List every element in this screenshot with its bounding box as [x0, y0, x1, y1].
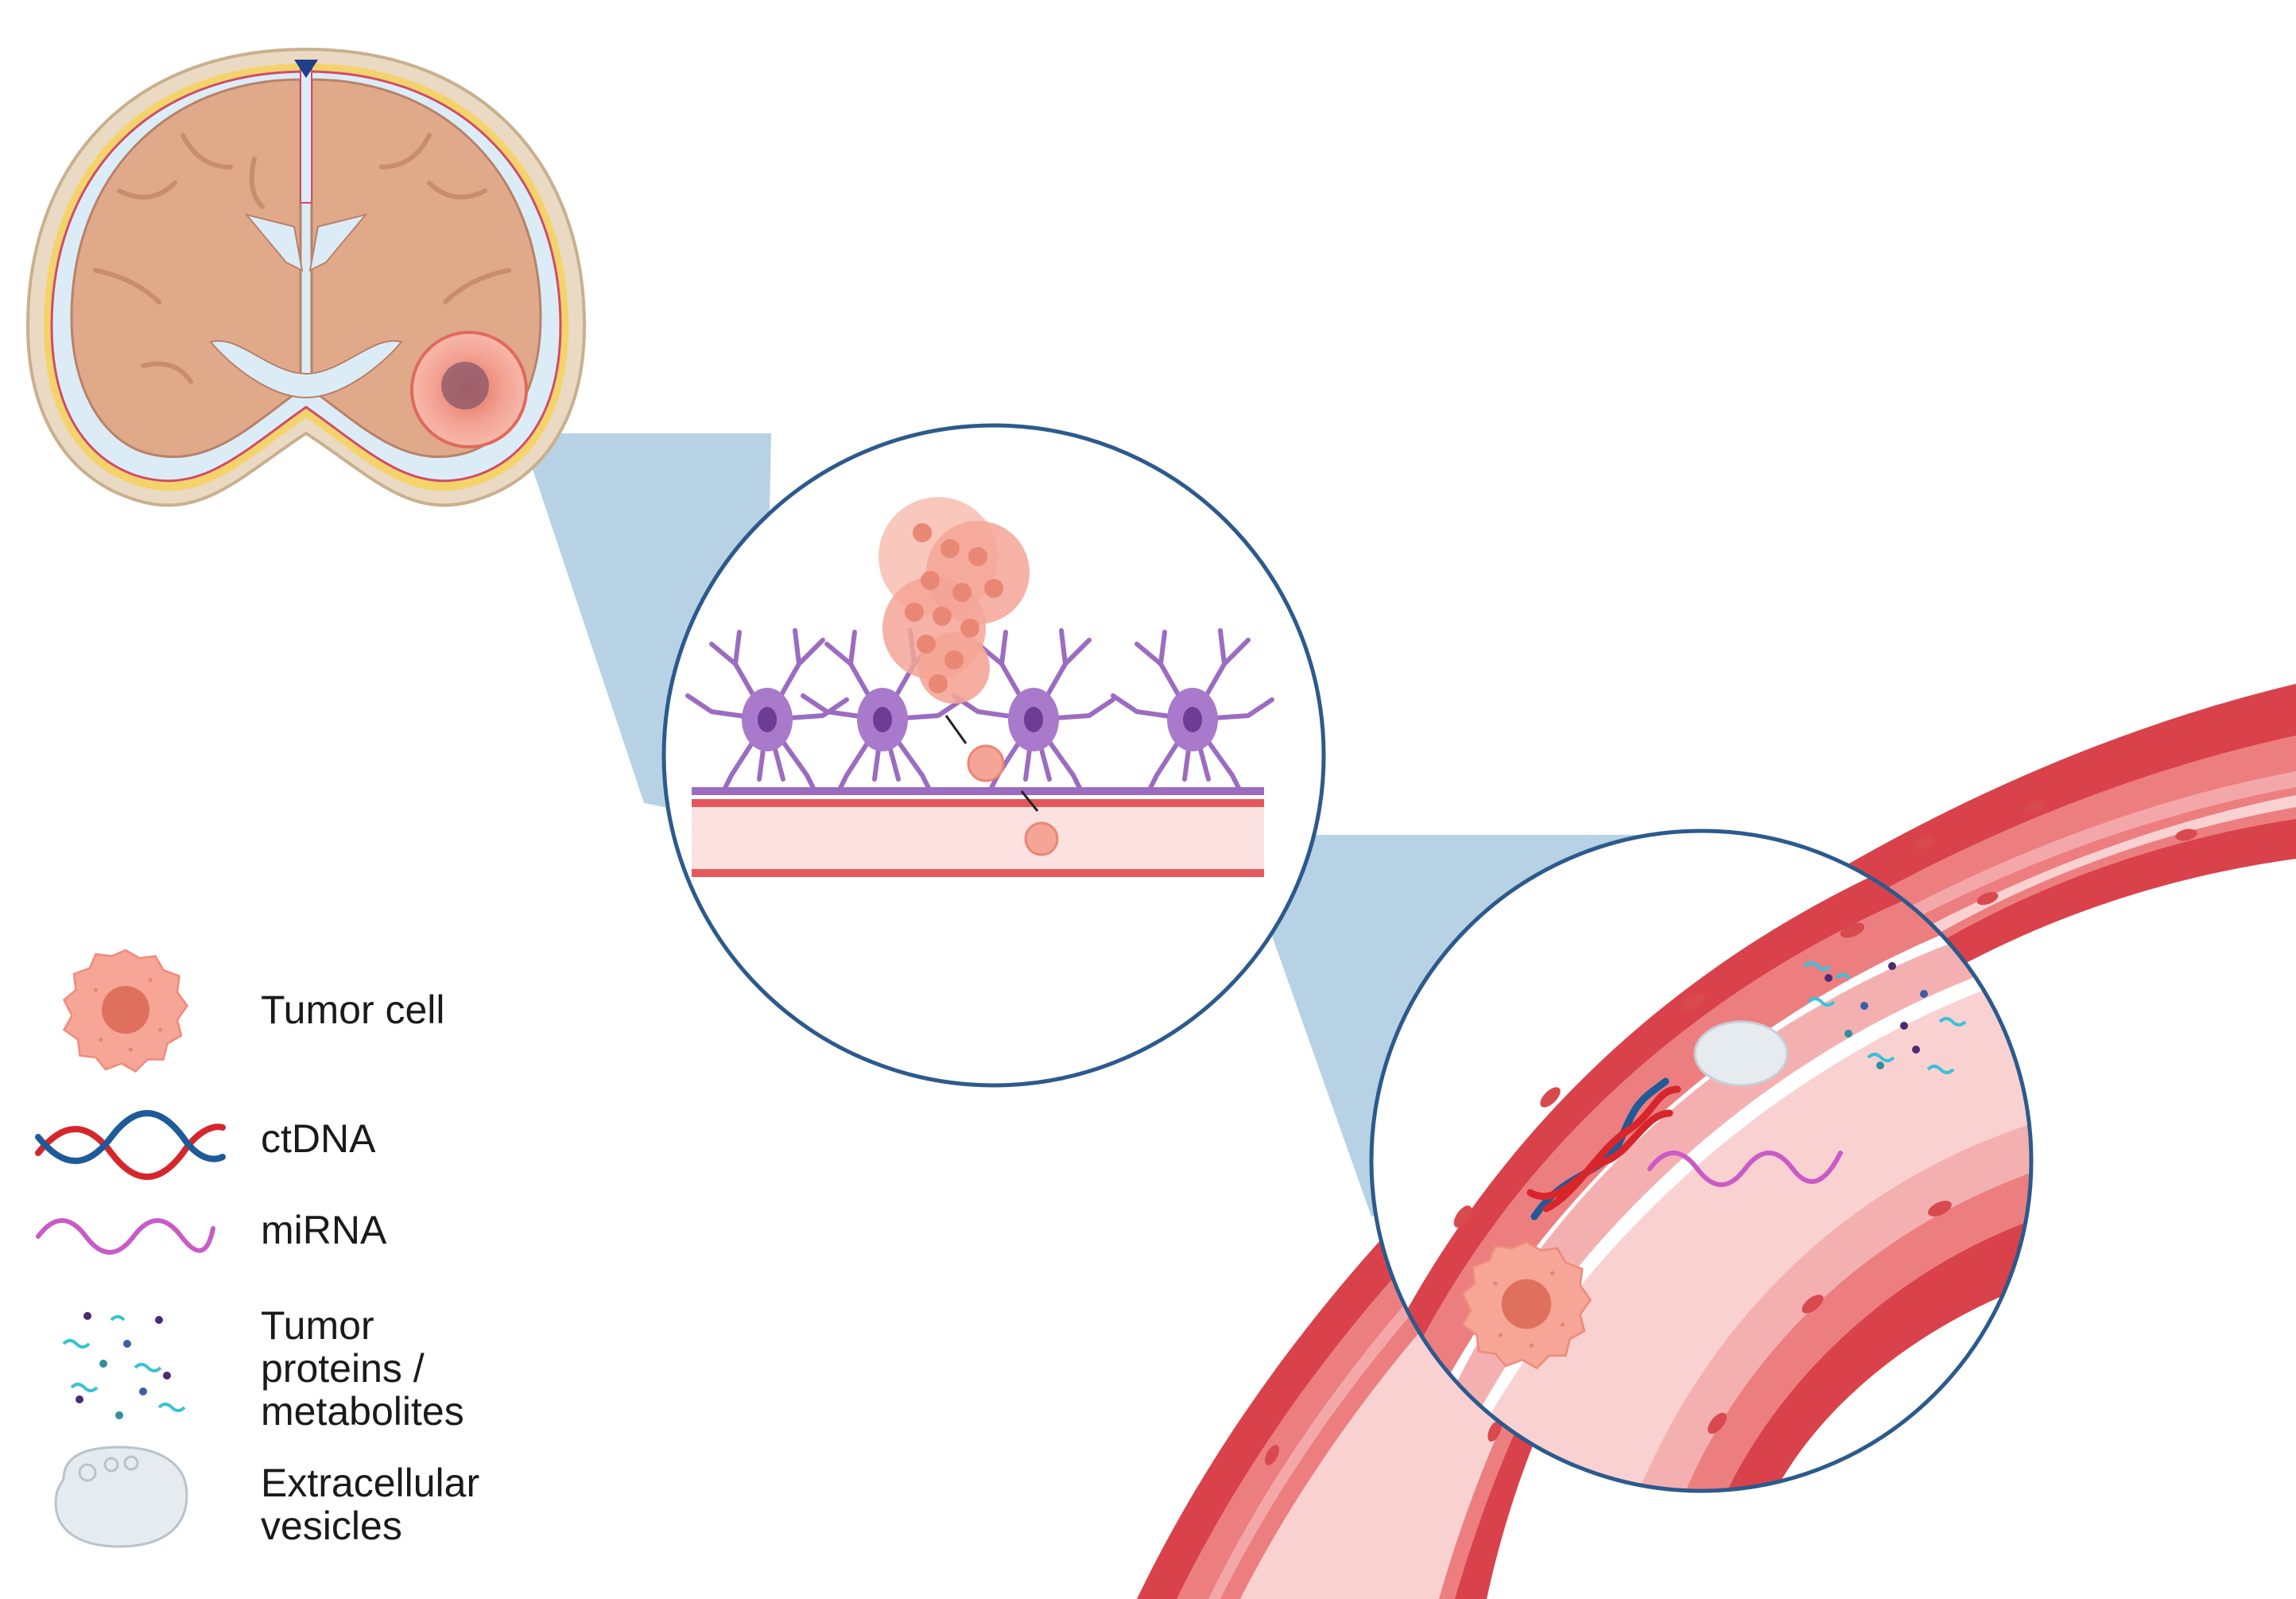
legend-line: metabolites	[261, 1389, 464, 1434]
legend-line: proteins /	[261, 1346, 425, 1391]
vesicle-icon	[54, 1446, 188, 1548]
ctdna-in-blood	[1526, 1077, 1681, 1221]
migrating-tumor-cell	[967, 744, 1005, 782]
intravasated-tumor-cell	[1024, 821, 1059, 856]
dna-double-helix-icon	[35, 1110, 226, 1180]
mirna-wave-icon	[36, 1218, 215, 1255]
mirna-in-blood	[1647, 1151, 1843, 1187]
brain-coronal-section	[25, 47, 587, 507]
proteins-in-blood	[1803, 961, 1967, 1074]
legend-line: Tumor cell	[261, 988, 445, 1032]
vesicle-in-blood	[1693, 1020, 1789, 1087]
legend-label-vesicles: Extracellular vesicles	[261, 1461, 479, 1547]
legend-line: ctDNA	[261, 1116, 376, 1161]
tumor-cluster	[878, 497, 1030, 704]
legend-label-mirna: miRNA	[261, 1209, 386, 1252]
legend-line: Tumor	[261, 1303, 374, 1348]
legend-label-ctdna: ctDNA	[261, 1117, 375, 1160]
bloodstream-zoom-outline	[1369, 829, 2034, 1493]
legend-label-proteins: Tumor proteins / metabolites	[261, 1304, 464, 1433]
protein-dots-icon	[62, 1312, 186, 1419]
legend-line: vesicles	[261, 1504, 402, 1548]
legend	[35, 949, 226, 1548]
legend-label-tumor-cell: Tumor cell	[261, 988, 445, 1031]
legend-line: Extracellular	[261, 1461, 480, 1505]
blood-brain-barrier-zoom-outline	[661, 423, 1326, 1088]
blood-brain-barrier-zoom	[664, 425, 1324, 1085]
legend-line: miRNA	[261, 1208, 387, 1252]
tumor-cell-icon	[63, 949, 188, 1073]
